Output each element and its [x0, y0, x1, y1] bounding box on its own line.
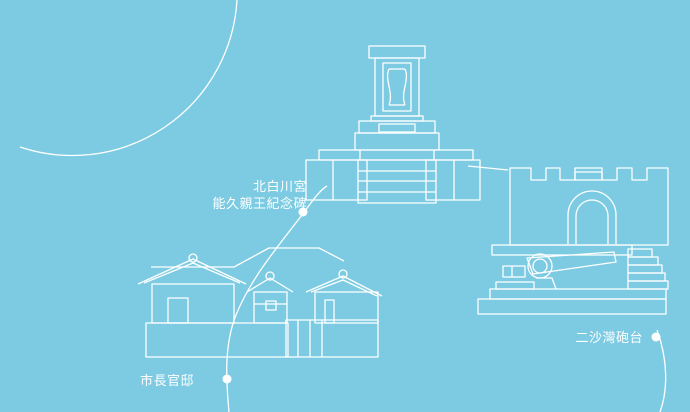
marker-fort [651, 332, 661, 342]
label-ershawan-fort: 二沙灣砲台 [575, 331, 643, 346]
label-mayor-residence: 市長官邸 [140, 374, 195, 389]
marker-kitashirakawa [298, 207, 308, 217]
label-kitashirakawa-line2: 能久親王紀念碑 [212, 197, 307, 212]
mayor-residence-icon [137, 247, 383, 358]
label-kitashirakawa-memorial: 北白川宮 能久親王紀念碑 [212, 179, 307, 213]
fort-icon [477, 167, 669, 315]
label-kitashirakawa-line1: 北白川宮 [252, 180, 307, 195]
monument-icon [305, 45, 481, 204]
marker-mayor-residence [222, 374, 232, 384]
decorative-circle-arc [19, 0, 238, 157]
